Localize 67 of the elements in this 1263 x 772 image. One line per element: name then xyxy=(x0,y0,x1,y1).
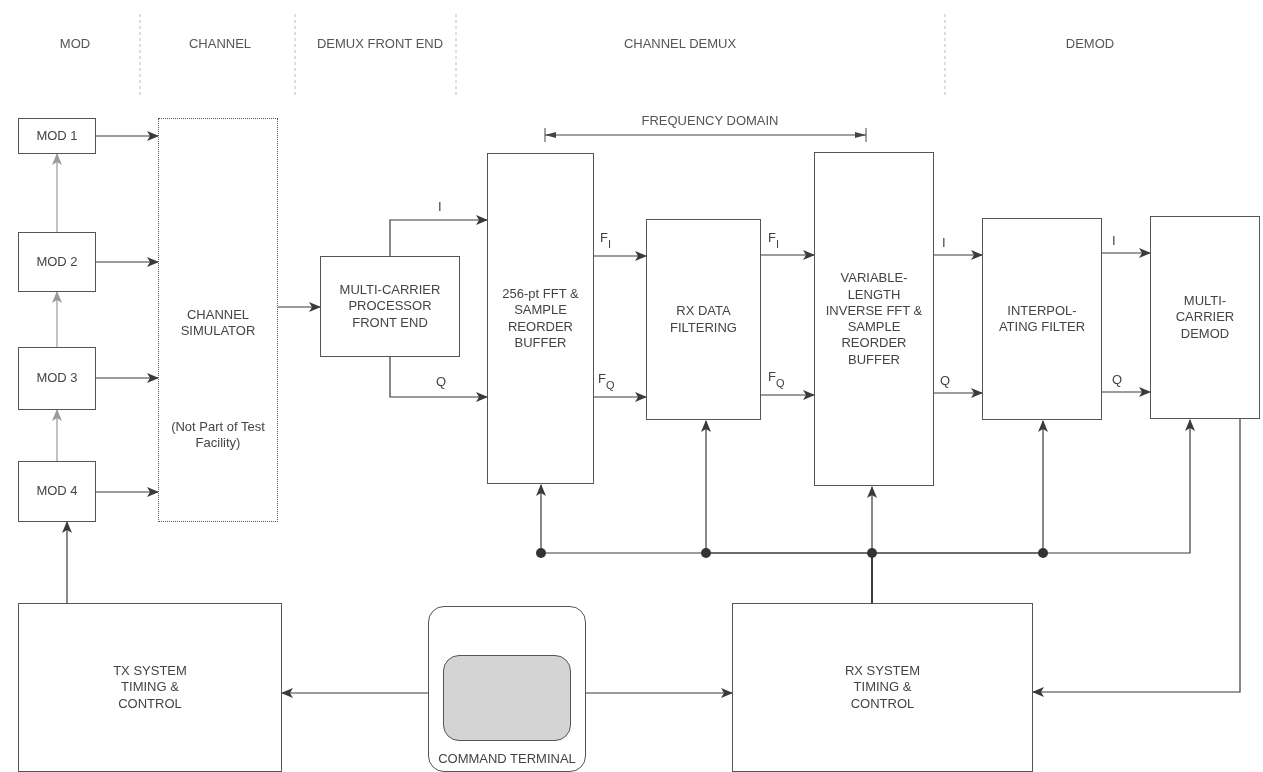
arrow xyxy=(1101,387,1151,397)
column-header: MOD xyxy=(58,36,92,53)
edge-label: F$_{I}$ xyxy=(768,231,779,250)
arrow xyxy=(95,257,159,267)
arrow xyxy=(52,291,62,348)
process-box xyxy=(18,603,282,772)
arrow xyxy=(389,215,488,257)
node-label: CHANNEL SIMULATOR xyxy=(179,306,257,339)
arrow xyxy=(933,388,983,398)
arrow xyxy=(95,373,159,383)
arrow xyxy=(1032,418,1241,697)
column-header: CHANNEL xyxy=(187,36,253,53)
arrow xyxy=(760,390,815,400)
node-label: INTERPOL-ATING FILTER xyxy=(997,302,1087,336)
arrow xyxy=(760,250,815,260)
arrow xyxy=(281,688,429,698)
edge-label: Q xyxy=(436,375,447,388)
node-label: (Not Part of Test Facility) xyxy=(170,419,266,452)
arrow xyxy=(95,487,159,497)
edge-label: F$_{Q}$ xyxy=(768,370,785,389)
node-label: VARIABLE-LENGTH INVERSE FFT & SAMPLE REORDER BUFFER xyxy=(824,270,924,368)
dimension-label: FREQUENCY DOMAIN xyxy=(640,113,780,130)
process-box xyxy=(646,219,761,420)
arrow xyxy=(52,409,62,462)
node-label: MULTI-CARRIER PROCESSOR FRONT END xyxy=(338,282,442,331)
arrow xyxy=(62,521,72,604)
column-header: CHANNEL DEMUX xyxy=(622,36,738,53)
node-label: RX SYSTEM TIMING & CONTROL xyxy=(843,663,922,712)
node-label: MOD 1 xyxy=(36,127,78,145)
arrow xyxy=(933,250,983,260)
process-box xyxy=(18,232,96,292)
node-label: COMMAND TERMINAL xyxy=(438,750,576,767)
node-label: TX SYSTEM TIMING & CONTROL xyxy=(112,663,188,712)
process-box xyxy=(320,256,460,357)
process-box xyxy=(158,118,278,522)
process-box xyxy=(814,152,934,486)
node-label: MOD 3 xyxy=(36,370,78,387)
arrow xyxy=(95,131,159,141)
process-box xyxy=(487,153,594,484)
process-box xyxy=(732,603,1033,772)
arrow xyxy=(593,251,647,261)
edge-label: Q xyxy=(940,374,951,387)
node-label: MOD 4 xyxy=(36,483,78,500)
edge-label: Q xyxy=(1112,373,1123,386)
edge-label: F$_{Q}$ xyxy=(598,372,615,391)
node-label: RX DATA FILTERING xyxy=(669,303,738,336)
terminal-box xyxy=(428,606,586,772)
process-box xyxy=(1150,216,1260,419)
arrow xyxy=(593,392,647,402)
edge-label: I xyxy=(1112,234,1116,247)
arrow xyxy=(389,356,488,402)
edge-label: I xyxy=(438,200,442,213)
process-box xyxy=(982,218,1102,420)
arrow xyxy=(585,688,733,698)
edge-label: I xyxy=(942,236,946,249)
arrow xyxy=(277,302,321,312)
edge-label: F$_{I}$ xyxy=(600,231,611,250)
node-label: MULTI-CARRIER DEMOD xyxy=(1174,293,1236,342)
process-box xyxy=(18,118,96,154)
column-header: DEMUX FRONT END xyxy=(315,36,445,53)
arrow xyxy=(52,153,62,233)
column-header: DEMOD xyxy=(1064,36,1116,53)
process-box xyxy=(18,461,96,522)
node-label: MOD 2 xyxy=(36,253,78,271)
arrow xyxy=(1101,248,1151,258)
node-label: 256-pt FFT & SAMPLE REORDER BUFFER xyxy=(501,286,580,351)
process-box xyxy=(18,347,96,410)
